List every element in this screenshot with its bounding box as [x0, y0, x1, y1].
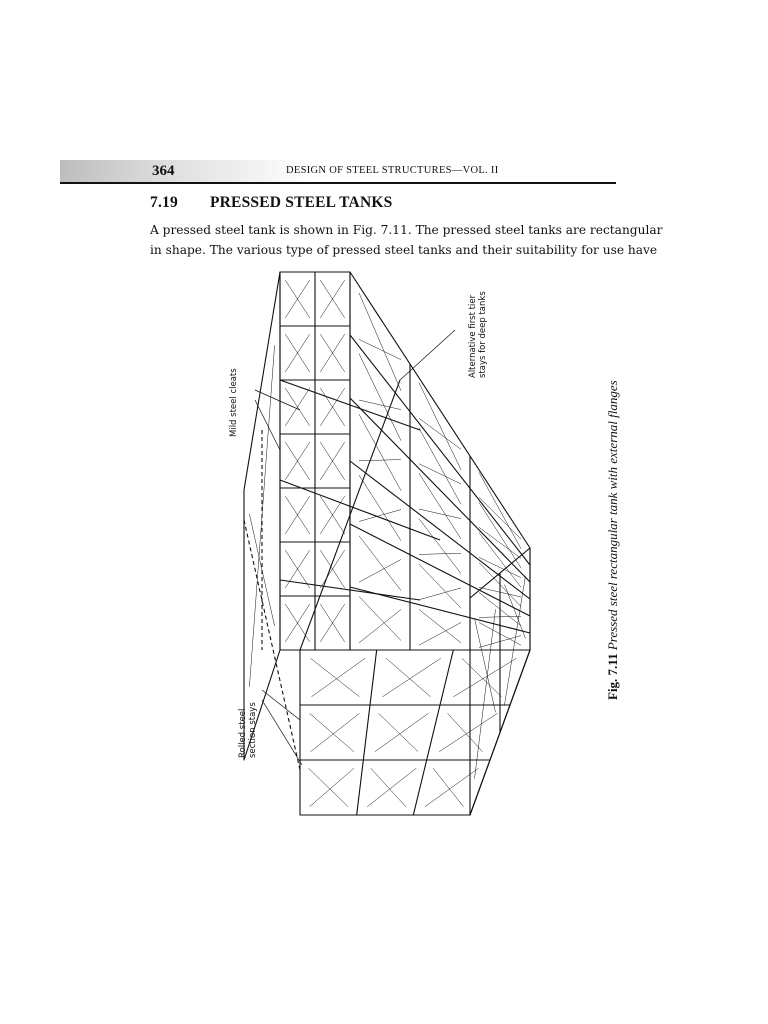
- far-wall-panel-diagonal: [285, 387, 310, 427]
- tie-stay: [279, 379, 421, 431]
- tank-floor-panel-diagonal: [418, 418, 462, 450]
- running-head: DESIGN OF STEEL STRUCTURES—VOL. II: [286, 165, 499, 176]
- tank-floor-panel-diagonal: [478, 472, 522, 549]
- far-wall-panel-diagonal: [320, 387, 345, 427]
- leader-line: [399, 329, 456, 381]
- near-wall-panel-diagonal: [447, 713, 483, 752]
- near-wall-outline: [299, 649, 531, 816]
- tank-floor-panel-diagonal: [478, 502, 522, 569]
- body-line-1: A pressed steel tank is shown in Fig. 7.…: [150, 223, 663, 237]
- near-wall-panel-diagonal: [453, 658, 517, 697]
- body-paragraph: A pressed steel tank is shown in Fig. 7.…: [150, 220, 663, 260]
- tank-floor-panel-diagonal: [358, 353, 402, 441]
- body-line-2: in shape. The various type of pressed st…: [150, 243, 658, 257]
- tank-floor-panel-diagonal: [418, 382, 462, 470]
- tank-floor-panel-diagonal: [478, 557, 522, 578]
- end-wall-right-panel-diagonal: [474, 609, 496, 779]
- annotation-rolled-steel-stays: Rolled steel section stays: [238, 702, 258, 758]
- tank-floor-panel-diagonal: [358, 609, 402, 644]
- far-wall-panel-diagonal: [285, 603, 310, 643]
- tank-floor-panel-diagonal: [418, 587, 462, 601]
- end-wall-right-panel-diagonal: [504, 584, 526, 639]
- annotation-mild-steel-cleats: Mild steel cleats: [229, 368, 239, 437]
- running-header-bar: [60, 160, 616, 184]
- tank-floor-panel-diagonal: [418, 463, 462, 485]
- tank-floor-panel-diagonal: [418, 508, 462, 519]
- section-heading: 7.19 PRESSED STEEL TANKS: [150, 194, 392, 212]
- tank-floor-panel-diagonal: [478, 527, 522, 559]
- section-title: PRESSED STEEL TANKS: [210, 194, 393, 211]
- tank-floor-panel-diagonal: [418, 609, 462, 644]
- section-number: 7.19: [150, 194, 178, 211]
- near-wall-panel-diagonal: [309, 768, 354, 807]
- annotation-alternative-stays: Alternative first tier stays for deep ta…: [468, 291, 488, 378]
- far-wall-panel-diagonal: [285, 279, 310, 319]
- tank-floor-panel-diagonal: [358, 292, 402, 391]
- near-wall-flange: [356, 649, 378, 816]
- tank-floor-flange: [349, 334, 531, 566]
- tank-floor-panel-diagonal: [358, 509, 402, 522]
- tank-floor-panel-diagonal: [358, 535, 402, 591]
- far-wall-panel-diagonal: [285, 333, 310, 373]
- near-wall-panel-diagonal: [386, 658, 431, 697]
- end-wall-right-panel-diagonal: [504, 575, 526, 705]
- tank-floor-outline: [349, 271, 531, 651]
- near-wall-panel-diagonal: [309, 713, 354, 752]
- tank-floor-panel-diagonal: [478, 497, 522, 540]
- near-wall-panel-diagonal: [370, 768, 407, 807]
- far-wall-panel-diagonal: [285, 441, 310, 481]
- tank-floor-panel-diagonal: [358, 399, 402, 410]
- tie-stay: [243, 519, 301, 771]
- tank-floor-panel-diagonal: [358, 459, 402, 461]
- far-wall-panel-diagonal: [320, 279, 345, 319]
- near-wall-panel-diagonal: [310, 658, 360, 697]
- near-wall-panel-diagonal: [310, 713, 360, 752]
- near-wall-panel-diagonal: [374, 713, 429, 752]
- tie-stay: [299, 379, 401, 651]
- near-wall-panel-diagonal: [311, 658, 366, 697]
- tank-floor-panel-diagonal: [478, 532, 522, 588]
- tank-floor-panel-diagonal: [358, 474, 402, 541]
- leader-line: [254, 389, 301, 411]
- figure-caption-text: Pressed steel rectangular tank with exte…: [605, 380, 620, 651]
- tank-floor-panel-diagonal: [418, 518, 462, 574]
- tie-stay: [279, 479, 441, 541]
- page-number: 364: [152, 163, 175, 179]
- tank-floor-panel-diagonal: [358, 339, 402, 360]
- leader-line: [254, 399, 281, 451]
- end-wall-right-panel-diagonal: [474, 618, 496, 713]
- far-wall-panel-diagonal: [320, 441, 345, 481]
- figure-label: Fig. 7.11: [605, 653, 620, 700]
- figure-caption: Fig. 7.11 Pressed steel rectangular tank…: [605, 380, 621, 700]
- tank-floor-panel-diagonal: [418, 473, 462, 540]
- leader-line: [261, 689, 301, 721]
- far-wall-panel-diagonal: [320, 549, 345, 589]
- tank-floor-panel-diagonal: [358, 596, 402, 641]
- tank-floor-flange: [349, 397, 531, 583]
- tank-floor-panel-diagonal: [418, 427, 462, 505]
- leader-line: [261, 699, 303, 766]
- near-wall-panel-diagonal: [432, 768, 464, 807]
- near-wall-panel-diagonal: [461, 658, 502, 697]
- tank-floor-panel-diagonal: [358, 414, 402, 491]
- near-wall-panel-diagonal: [439, 713, 498, 752]
- tank-floor-panel-diagonal: [358, 559, 402, 583]
- end-wall-left-outline: [243, 271, 281, 761]
- end-wall-right-outline: [469, 547, 531, 816]
- tank-floor-panel-diagonal: [418, 622, 462, 646]
- near-wall-panel-diagonal: [367, 768, 417, 807]
- near-wall-panel-diagonal: [308, 768, 349, 807]
- tie-stay: [279, 579, 421, 601]
- far-wall-panel-diagonal: [320, 333, 345, 373]
- near-wall-flange: [412, 649, 454, 816]
- near-wall-panel-diagonal: [382, 658, 441, 697]
- tank-floor-panel-diagonal: [418, 563, 462, 609]
- tank-floor-panel-diagonal: [418, 553, 462, 555]
- far-wall-panel-diagonal: [320, 603, 345, 643]
- near-wall-panel-diagonal: [378, 713, 419, 752]
- far-wall-panel-diagonal: [285, 495, 310, 535]
